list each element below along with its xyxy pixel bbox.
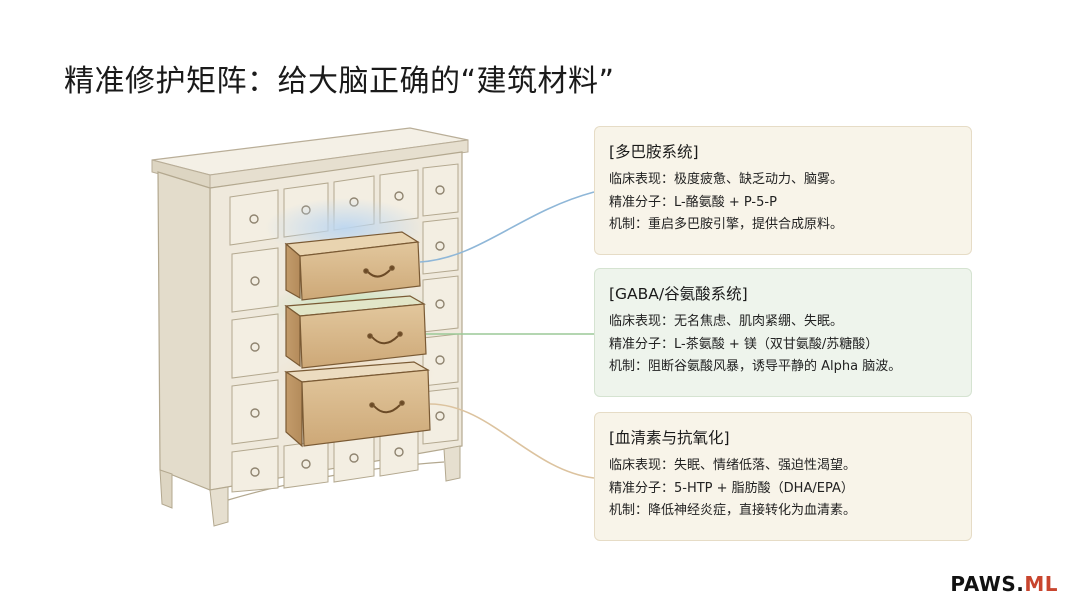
clinical-line: 临床表现：无名焦虑、肌肉紧绷、失眠。 [609, 314, 844, 329]
card-dopamine-system: [多巴胺系统] 临床表现：极度疲惫、缺乏动力、脑雾。 精准分子：L-酪氨酸 + … [594, 126, 972, 255]
molecule-line: 精准分子：L-茶氨酸 + 镁（双甘氨酸/苏糖酸） [609, 336, 879, 352]
card-title: [GABA/谷氨酸系统] [609, 285, 748, 303]
mechanism-line: 机制：重启多巴胺引擎，提供合成原料。 [609, 217, 844, 232]
open-drawer-dopamine [284, 231, 421, 301]
page-title: 精准修护矩阵：给大脑正确的“建筑材料” [64, 64, 615, 99]
molecule-line: 精准分子：5-HTP + 脂肪酸（DHA/EPA） [609, 480, 854, 496]
open-drawer-gaba [284, 295, 427, 369]
open-drawer-serotonin [284, 361, 431, 448]
brand-accent: ML [1024, 572, 1058, 596]
connector-serotonin [429, 403, 595, 479]
brand-logo: PAWS.ML [950, 572, 1058, 596]
clinical-line: 临床表现：失眠、情绪低落、强迫性渴望。 [609, 458, 857, 473]
card-title: [血清素与抗氧化] [609, 429, 730, 447]
brand-main: PAWS. [950, 572, 1025, 596]
connector-dopamine [419, 191, 595, 263]
card-title: [多巴胺系统] [609, 143, 699, 161]
molecule-line: 精准分子：L-酪氨酸 + P-5-P [609, 194, 777, 210]
card-serotonin-system: [血清素与抗氧化] 临床表现：失眠、情绪低落、强迫性渴望。 精准分子：5-HTP… [594, 412, 972, 541]
mechanism-line: 机制：阻断谷氨酸风暴，诱导平静的 Alpha 脑波。 [609, 359, 902, 374]
card-gaba-system: [GABA/谷氨酸系统] 临床表现：无名焦虑、肌肉紧绷、失眠。 精准分子：L-茶… [594, 268, 972, 397]
mechanism-line: 机制：降低神经炎症，直接转化为血清素。 [609, 503, 857, 518]
clinical-line: 临床表现：极度疲惫、缺乏动力、脑雾。 [609, 172, 844, 187]
